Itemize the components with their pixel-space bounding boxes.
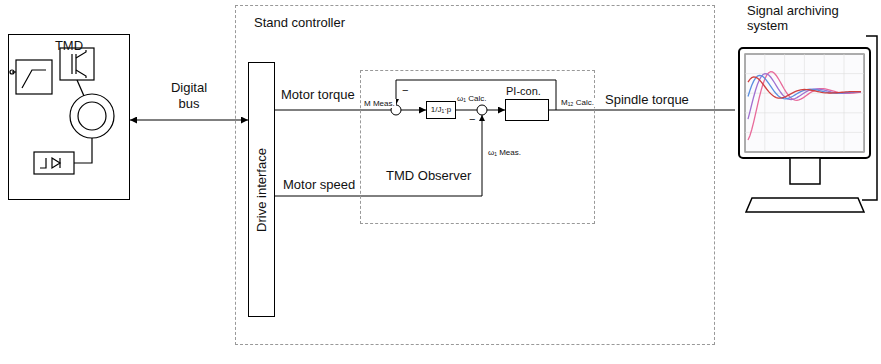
monitor-base xyxy=(746,198,864,212)
motor-rotor xyxy=(78,102,106,130)
signal-connector xyxy=(275,110,426,111)
drive-symbol xyxy=(10,48,114,174)
node-label: 1/J₁·p xyxy=(431,105,451,114)
igbt-gate xyxy=(71,54,72,74)
encoder-block xyxy=(34,152,74,174)
grid-line xyxy=(745,152,864,153)
signal-curve xyxy=(748,74,861,120)
input-dot xyxy=(10,70,14,74)
screen-grid xyxy=(745,54,864,152)
grid-line xyxy=(804,54,805,152)
signal-name: Spindle torque xyxy=(604,93,690,108)
node-label: Stand controller xyxy=(254,16,345,31)
signal-connector xyxy=(549,110,735,111)
signal-connector xyxy=(130,120,248,121)
igbt-channel xyxy=(75,54,76,74)
signal-name: ω₁ Calc. xyxy=(456,94,487,103)
summing-junction xyxy=(477,105,487,115)
motor-symbol xyxy=(70,94,114,138)
speed-curve xyxy=(22,70,46,88)
encoder-diode-bar xyxy=(59,158,60,168)
signal-name: ω₁ Meas. xyxy=(487,148,522,157)
grid-line xyxy=(764,54,765,152)
monitor-illustration xyxy=(739,36,877,212)
group-region: Stand controllerDrive interface TMD Obser… xyxy=(235,5,715,345)
screen-curves xyxy=(748,72,861,140)
encoder-link xyxy=(74,138,92,163)
igbt-emitter xyxy=(76,70,86,78)
feedback-wire xyxy=(396,80,556,110)
monitor-stand xyxy=(790,158,820,184)
signal-curve xyxy=(748,77,861,98)
monitor-cable xyxy=(862,36,877,200)
unit-box: Signal archiving system xyxy=(735,4,875,220)
grid-line xyxy=(824,54,825,152)
grid-line xyxy=(745,54,864,55)
node-label: Signal archiving system xyxy=(747,4,871,34)
signal-curve xyxy=(748,72,861,140)
process-box: PI-con. xyxy=(505,99,549,121)
grid-line xyxy=(745,132,864,133)
monitor-frame xyxy=(739,48,870,158)
process-box: 1/J₁·p xyxy=(426,101,456,119)
signal-name: M₁₂ Calc. xyxy=(560,98,595,107)
node-label: TMD Observer xyxy=(386,169,471,184)
bus-label: Digital bus xyxy=(159,80,219,111)
signal-curve xyxy=(748,75,861,98)
node-label: TMD xyxy=(55,39,83,54)
unit-box: Drive interface xyxy=(248,62,275,317)
sign-mark: − xyxy=(401,84,409,97)
motor-feed xyxy=(77,80,84,96)
speed-wire xyxy=(275,115,482,196)
encoder-diode xyxy=(52,158,60,168)
grid-line xyxy=(844,54,845,152)
signal-name: M Meas. xyxy=(363,99,396,108)
signal-name: Motor torque xyxy=(280,88,356,103)
grid-line xyxy=(745,112,864,113)
node-label: PI-con. xyxy=(506,85,541,98)
unit-box: TMD xyxy=(8,34,130,200)
speed-control-block xyxy=(16,60,52,94)
grid-line xyxy=(863,54,864,152)
signal-name: Motor speed xyxy=(282,178,356,193)
monitor-screen xyxy=(745,54,864,152)
encoder-pulse xyxy=(40,158,46,168)
grid-line xyxy=(784,54,785,152)
grid-line xyxy=(745,54,746,152)
sign-mark: − xyxy=(468,113,476,126)
node-label: Drive interface xyxy=(254,148,269,232)
